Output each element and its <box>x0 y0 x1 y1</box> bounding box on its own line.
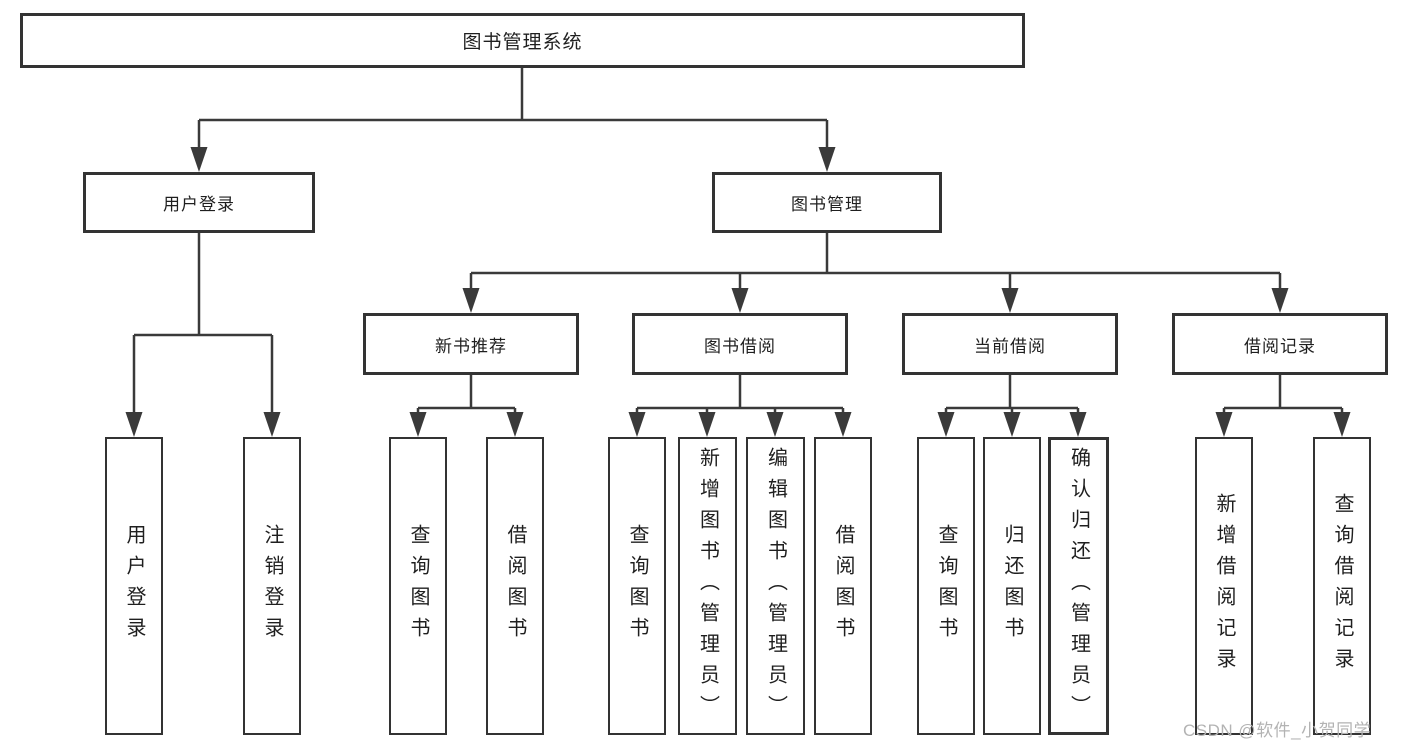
node-new-book-recommend: 新书推荐 <box>363 313 579 375</box>
node-root: 图书管理系统 <box>20 13 1025 68</box>
node-book-borrow: 图书借阅 <box>632 313 848 375</box>
leaf-logout: 注销登录 <box>243 437 301 735</box>
leaf-query-borrow-record: 查询借阅记录 <box>1313 437 1371 735</box>
leaf-query-book-current: 查询图书 <box>917 437 975 735</box>
csdn-watermark: CSDN @软件_小贺同学 <box>1183 721 1372 740</box>
leaf-add-book-admin: 新增图书（管理员） <box>678 437 737 735</box>
arrowheads <box>125 147 1351 437</box>
leaf-add-borrow-record: 新增借阅记录 <box>1195 437 1253 735</box>
node-user-login: 用户登录 <box>83 172 315 233</box>
node-current-borrow: 当前借阅 <box>902 313 1118 375</box>
leaf-query-book-borrow: 查询图书 <box>608 437 666 735</box>
node-book-management: 图书管理 <box>712 172 942 233</box>
leaf-user-login: 用户登录 <box>105 437 163 735</box>
leaf-return-book: 归还图书 <box>983 437 1041 735</box>
leaf-borrow-book-recommend: 借阅图书 <box>486 437 544 735</box>
leaf-borrow-book: 借阅图书 <box>814 437 872 735</box>
leaf-edit-book-admin: 编辑图书（管理员） <box>746 437 805 735</box>
node-borrow-record: 借阅记录 <box>1172 313 1388 375</box>
leaf-query-book-recommend: 查询图书 <box>389 437 447 735</box>
leaf-confirm-return-admin: 确认归还（管理员） <box>1048 437 1109 735</box>
